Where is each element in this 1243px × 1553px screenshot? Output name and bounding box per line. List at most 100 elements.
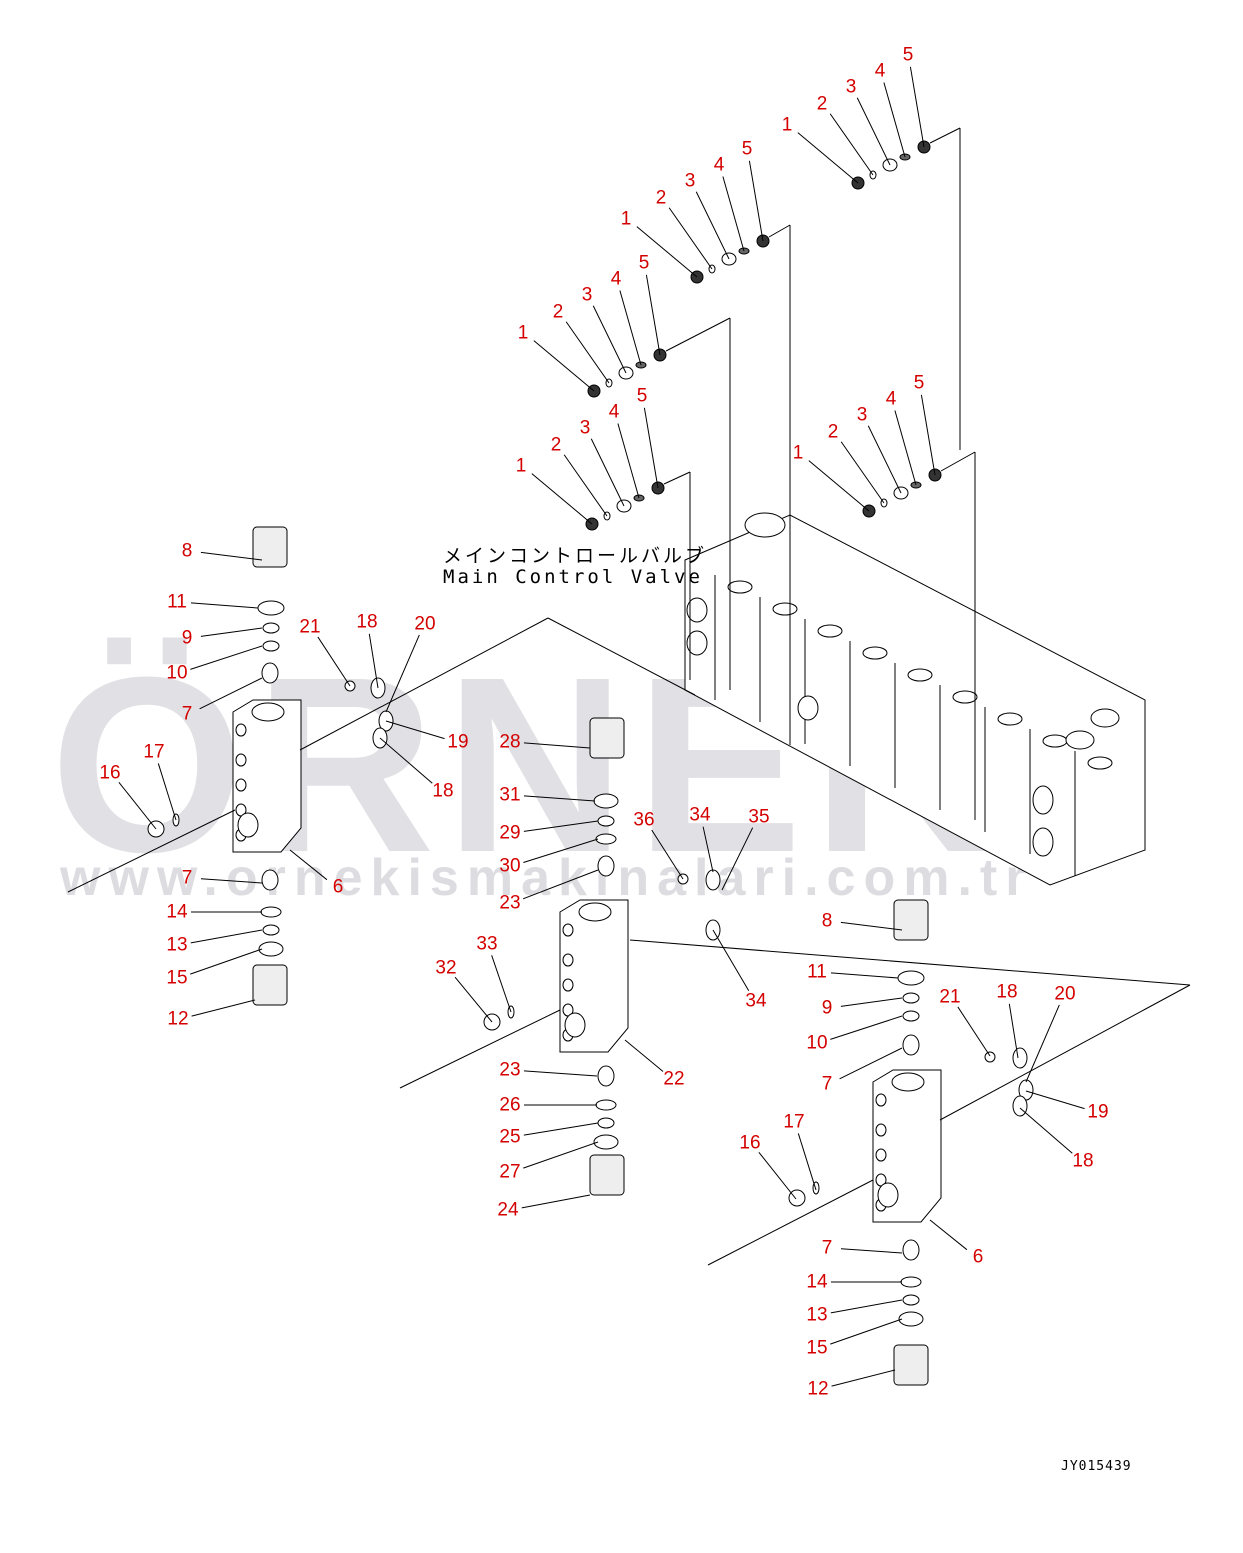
callout-leader-line bbox=[883, 82, 906, 158]
cartridge bbox=[893, 1344, 929, 1386]
callout-part-21: 21 bbox=[939, 986, 961, 1008]
callout-leader-line bbox=[379, 737, 433, 784]
valve-port bbox=[1087, 756, 1113, 770]
assembly-line bbox=[665, 317, 731, 352]
callout-part-3: 3 bbox=[856, 404, 868, 426]
callout-leader-line bbox=[200, 878, 263, 884]
callout-leader-line bbox=[831, 1369, 896, 1387]
block-port bbox=[875, 1123, 887, 1137]
valve-port bbox=[1065, 730, 1095, 750]
title-english: Main Control Valve bbox=[443, 566, 703, 588]
callout-leader-line bbox=[563, 454, 608, 517]
callout-leader-line bbox=[592, 305, 627, 374]
callout-leader-line bbox=[118, 781, 157, 830]
callout-leader-line bbox=[797, 1133, 817, 1191]
callout-leader-line bbox=[758, 1151, 797, 1200]
valve-port bbox=[907, 668, 933, 682]
callout-leader-line bbox=[830, 1318, 903, 1345]
callout-leader-line bbox=[668, 207, 713, 270]
callout-part-4: 4 bbox=[610, 268, 622, 290]
callout-leader-line bbox=[523, 1070, 598, 1077]
part bbox=[902, 1034, 920, 1056]
part bbox=[897, 970, 925, 986]
part bbox=[262, 924, 280, 936]
callout-leader-line bbox=[721, 827, 754, 891]
callout-leader-line bbox=[190, 929, 263, 944]
part bbox=[1012, 1095, 1028, 1117]
callout-part-4: 4 bbox=[874, 60, 886, 82]
callout-part-2: 2 bbox=[550, 434, 562, 456]
assembly-line bbox=[939, 984, 1191, 1121]
valve-port bbox=[686, 630, 708, 656]
callout-leader-line bbox=[712, 929, 750, 991]
part bbox=[898, 1311, 924, 1327]
valve-port bbox=[744, 512, 786, 538]
callout-leader-line bbox=[920, 394, 936, 476]
callout-part-9: 9 bbox=[181, 627, 193, 649]
callout-part-5: 5 bbox=[741, 138, 753, 160]
callout-leader-line bbox=[590, 438, 625, 507]
callout-leader-line bbox=[797, 132, 859, 184]
watermark-url: www.ornekismakinalari.com.tr bbox=[60, 849, 1034, 907]
part bbox=[595, 1099, 617, 1111]
cartridge bbox=[893, 899, 929, 941]
valve-port bbox=[862, 646, 888, 660]
callout-part-18: 18 bbox=[1072, 1150, 1094, 1172]
callout-leader-line bbox=[565, 321, 610, 384]
callout-part-13: 13 bbox=[806, 1304, 828, 1326]
part bbox=[984, 1051, 996, 1063]
callout-part-2: 2 bbox=[827, 421, 839, 443]
callout-part-24: 24 bbox=[497, 1199, 519, 1221]
callout-part-11: 11 bbox=[807, 961, 827, 983]
callout-leader-line bbox=[651, 829, 684, 880]
callout-part-18: 18 bbox=[432, 780, 454, 802]
callout-leader-line bbox=[521, 1194, 591, 1209]
callout-part-8: 8 bbox=[181, 540, 193, 562]
callout-leader-line bbox=[190, 948, 263, 975]
assembly-line bbox=[768, 224, 791, 238]
valve-port bbox=[952, 690, 978, 704]
callout-part-14: 14 bbox=[806, 1271, 828, 1293]
callout-part-23: 23 bbox=[499, 892, 521, 914]
callout-part-17: 17 bbox=[783, 1111, 805, 1133]
drawing-code: JY015439 bbox=[1061, 1459, 1132, 1474]
callout-leader-line bbox=[191, 999, 256, 1017]
callout-part-17: 17 bbox=[143, 741, 165, 763]
callout-leader-line bbox=[636, 226, 698, 278]
callout-leader-line bbox=[190, 602, 259, 609]
callout-leader-line bbox=[867, 425, 902, 494]
callout-leader-line bbox=[200, 627, 263, 637]
callout-part-2: 2 bbox=[655, 187, 667, 209]
callout-part-1: 1 bbox=[792, 442, 804, 464]
callout-part-1: 1 bbox=[517, 322, 529, 344]
block-port bbox=[235, 723, 247, 737]
cartridge bbox=[252, 964, 288, 1006]
callout-leader-line bbox=[533, 340, 595, 392]
part bbox=[261, 662, 279, 684]
assembly-line bbox=[940, 451, 976, 472]
callout-part-25: 25 bbox=[499, 1126, 521, 1148]
callout-part-29: 29 bbox=[499, 822, 521, 844]
valve-port bbox=[817, 624, 843, 638]
callout-part-13: 13 bbox=[166, 934, 188, 956]
callout-leader-line bbox=[643, 407, 659, 489]
callout-leader-line bbox=[523, 1141, 599, 1169]
callout-part-34: 34 bbox=[745, 990, 767, 1012]
callout-part-20: 20 bbox=[1054, 983, 1076, 1005]
block-port bbox=[875, 1148, 887, 1162]
valve-port bbox=[727, 580, 753, 594]
block-port bbox=[564, 1012, 586, 1038]
callout-leader-line bbox=[1025, 1090, 1085, 1110]
callout-leader-line bbox=[909, 66, 925, 148]
callout-part-3: 3 bbox=[845, 76, 857, 98]
callout-part-11: 11 bbox=[167, 591, 187, 613]
callout-leader-line bbox=[645, 274, 661, 356]
bolt bbox=[399, 1009, 561, 1089]
callout-leader-line bbox=[617, 423, 640, 499]
part bbox=[902, 1010, 920, 1022]
callout-leader-line bbox=[289, 849, 328, 881]
callout-leader-line bbox=[840, 1248, 903, 1254]
callout-part-5: 5 bbox=[636, 385, 648, 407]
valve-port bbox=[1090, 708, 1120, 728]
callout-leader-line bbox=[695, 191, 730, 260]
